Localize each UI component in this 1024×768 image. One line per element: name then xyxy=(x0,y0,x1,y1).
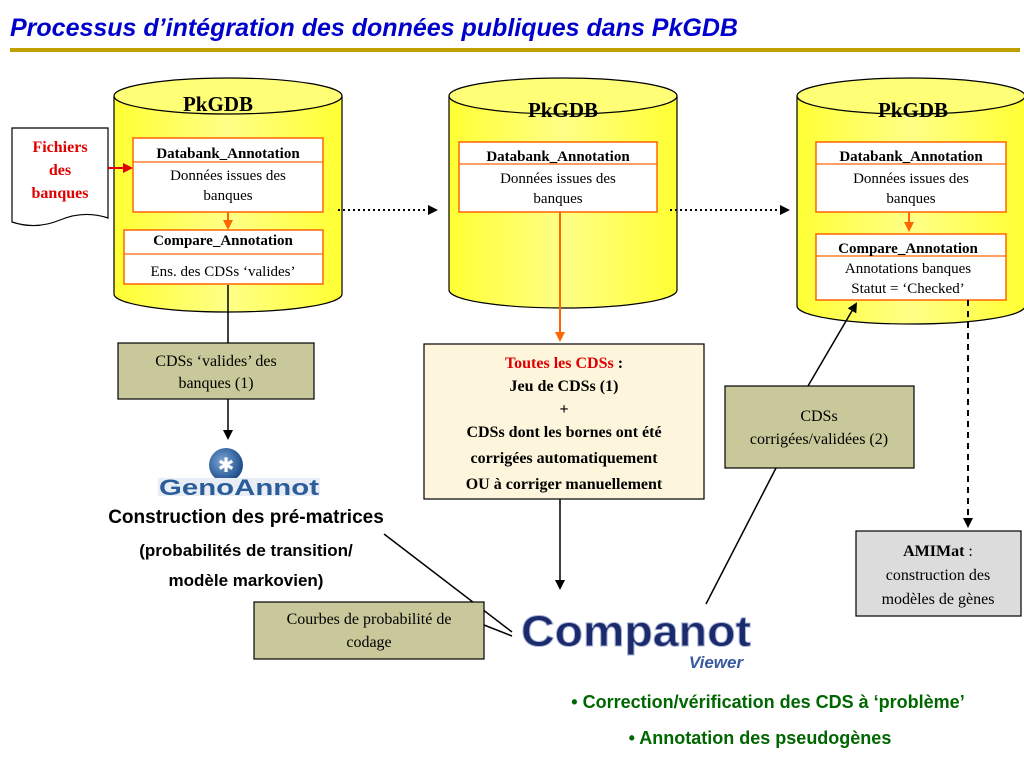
pkgdb-cylinder-3: PkGDB Databank_Annotation Données issues… xyxy=(796,77,1024,325)
bullet-correction: • Correction/vérification des CDS à ‘pro… xyxy=(571,692,964,712)
title-rule xyxy=(10,48,1020,52)
fichiers-l1: Fichiers xyxy=(32,139,87,156)
genoannot-logo: ✱ GenoAnnot xyxy=(158,448,320,500)
db1-databank-l1: Données issues des xyxy=(170,168,286,184)
amimat-l3: modèles de gènes xyxy=(882,591,995,608)
db2-databank-l2: banques xyxy=(533,191,582,207)
box-amimat: AMIMat : construction des modèles de gèn… xyxy=(855,530,1022,617)
db2-title: PkGDB xyxy=(528,98,598,122)
genoannot-text: GenoAnnot xyxy=(159,475,320,500)
toutes-l6: OU à corriger manuellement xyxy=(466,476,663,493)
pkgdb-cylinder-2: PkGDB Databank_Annotation Données issues… xyxy=(448,77,678,309)
companot-logo: Companot Viewer xyxy=(521,607,752,673)
db2-databank-table xyxy=(458,141,658,213)
db3-compare-l1: Annotations banques xyxy=(845,261,971,277)
svg-text:✱: ✱ xyxy=(218,453,235,477)
toutes-l4: CDSs dont les bornes ont été xyxy=(466,424,661,441)
courbes-l1: Courbes de probabilité de xyxy=(287,611,452,628)
courbes-line xyxy=(483,624,513,637)
toutes-l1: Toutes les CDSs : xyxy=(505,355,623,372)
toutes-l5: corrigées automatiquement xyxy=(470,450,658,467)
db1-databank-head: Databank_Annotation xyxy=(156,146,300,162)
db1-databank-l2: banques xyxy=(203,188,252,204)
companot-text: Companot xyxy=(521,607,751,656)
box-cdss-corrigees: CDSs corrigées/validées (2) xyxy=(724,385,915,469)
db3-databank-l2: banques xyxy=(886,191,935,207)
db3-databank-l1: Données issues des xyxy=(853,171,969,187)
construction-line xyxy=(383,533,513,633)
amimat-l1: AMIMat : xyxy=(903,543,973,560)
db1-compare-head: Compare_Annotation xyxy=(153,233,293,249)
db1-title: PkGDB xyxy=(183,92,253,116)
db3-compare-table xyxy=(815,233,1007,301)
toutes-l3: + xyxy=(559,401,568,418)
db2-databank-head: Databank_Annotation xyxy=(486,149,630,165)
companot-viewer: Viewer xyxy=(689,653,745,672)
corrigees-up-arrow xyxy=(807,302,858,387)
toutes-l2: Jeu de CDSs (1) xyxy=(510,378,619,395)
db3-databank-table xyxy=(815,141,1007,213)
construction-l1: Construction des pré-matrices xyxy=(108,507,384,528)
corrigees-l2: corrigées/validées (2) xyxy=(750,431,888,448)
box-cdss-valides: CDSs ‘valides’ des banques (1) xyxy=(117,342,315,400)
fichiers-l2: des xyxy=(49,162,71,179)
box-courbes: Courbes de probabilité de codage xyxy=(253,601,485,660)
db1-databank-table xyxy=(132,137,324,213)
db1-compare-table xyxy=(123,229,324,285)
amimat-l2: construction des xyxy=(886,567,990,584)
valides-l1: CDSs ‘valides’ des xyxy=(155,353,276,370)
db3-title: PkGDB xyxy=(878,98,948,122)
db3-databank-head: Databank_Annotation xyxy=(839,149,983,165)
companot-to-corrigees-line xyxy=(705,467,777,605)
pkgdb-cylinder-1: PkGDB Databank_Annotation Données issues… xyxy=(113,77,343,313)
box-toutes-cdss: Toutes les CDSs : Jeu de CDSs (1) + CDSs… xyxy=(423,343,705,500)
page-title: Processus d’intégration des données publ… xyxy=(10,14,738,42)
db1-compare-l1: Ens. des CDSs ‘valides’ xyxy=(151,264,296,280)
construction-l2: (probabilités de transition/ xyxy=(139,541,353,560)
construction-l3: modèle markovien) xyxy=(169,571,324,590)
bullet-pseudogenes: • Annotation des pseudogènes xyxy=(629,728,892,748)
db3-compare-head: Compare_Annotation xyxy=(838,241,978,257)
db3-compare-l2: Statut = ‘Checked’ xyxy=(851,281,964,297)
corrigees-l1: CDSs xyxy=(800,408,837,425)
valides-l2: banques (1) xyxy=(178,375,253,392)
courbes-l2: codage xyxy=(346,634,391,651)
fichiers-document: Fichiers des banques xyxy=(11,127,109,227)
db2-databank-l1: Données issues des xyxy=(500,171,616,187)
fichiers-l3: banques xyxy=(32,185,89,202)
